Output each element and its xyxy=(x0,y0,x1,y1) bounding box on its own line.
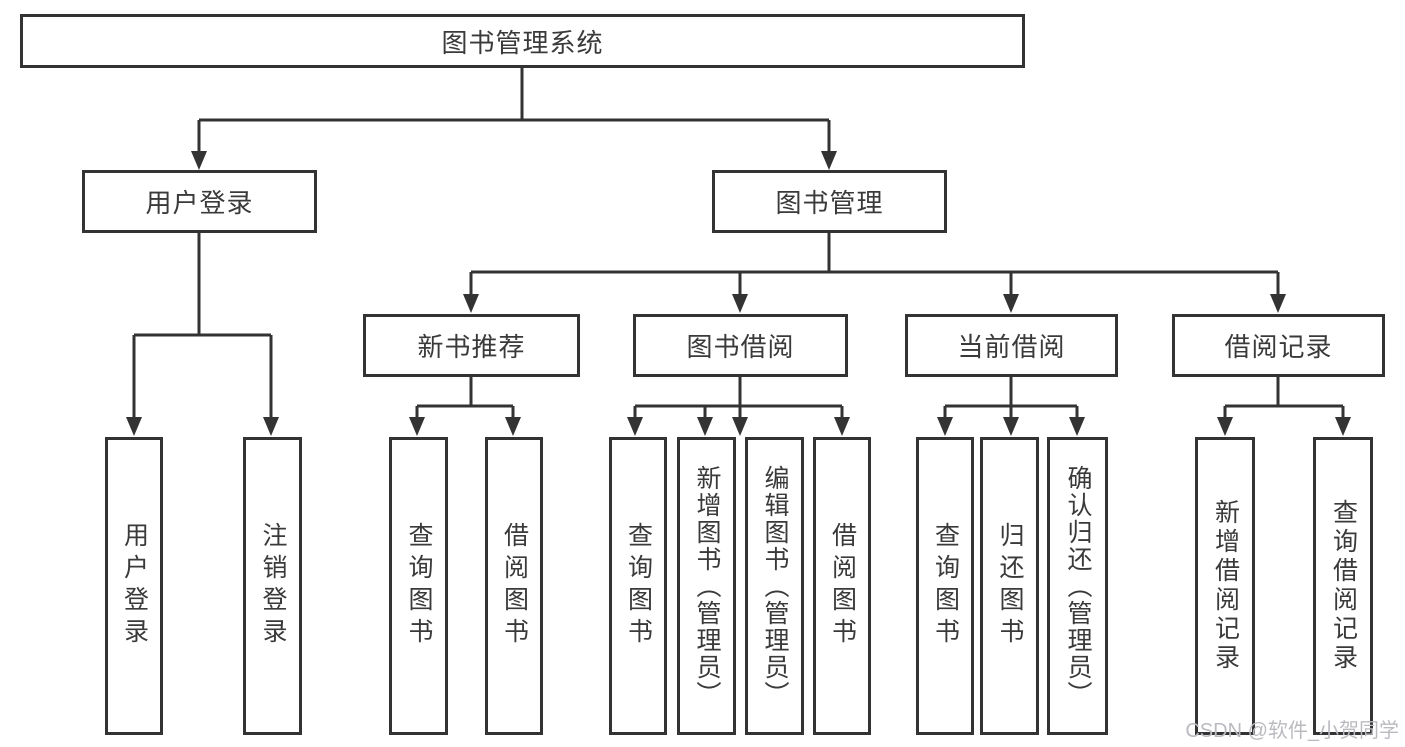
leaf-add-books-admin-label: 新增图书（管理员） xyxy=(693,464,721,708)
leaf-add-borrow-record: 新增借阅记录 xyxy=(1195,437,1255,735)
leaf-user-login-label: 用户登录 xyxy=(120,522,149,650)
leaf-add-books-admin: 新增图书（管理员） xyxy=(677,437,736,735)
leaf-query-books-recommend: 查询图书 xyxy=(389,437,448,735)
leaf-query-borrow-record-label: 查询借阅记录 xyxy=(1329,499,1358,673)
leaf-confirm-return-admin: 确认归还（管理员） xyxy=(1047,437,1108,735)
leaf-return-books-label: 归还图书 xyxy=(996,522,1024,650)
leaf-edit-books-admin: 编辑图书（管理员） xyxy=(745,437,804,735)
leaf-query-borrow-record: 查询借阅记录 xyxy=(1313,437,1373,735)
node-book-management: 图书管理 xyxy=(712,170,947,233)
leaf-borrow-books-recommend-label: 借阅图书 xyxy=(500,522,529,650)
leaf-query-books-current-label: 查询图书 xyxy=(931,522,960,650)
leaf-user-login: 用户登录 xyxy=(105,437,163,735)
connector-records-to-leaves xyxy=(1217,377,1351,436)
node-root: 图书管理系统 xyxy=(20,14,1025,68)
node-current-borrow-label: 当前借阅 xyxy=(957,332,1066,362)
node-book-borrow: 图书借阅 xyxy=(633,314,848,377)
leaf-borrow-books: 借阅图书 xyxy=(813,437,871,735)
leaf-query-books-borrow: 查询图书 xyxy=(609,437,667,735)
leaf-query-books-recommend-label: 查询图书 xyxy=(405,522,433,650)
node-book-borrow-label: 图书借阅 xyxy=(686,332,795,362)
node-current-borrow: 当前借阅 xyxy=(905,314,1118,377)
connector-currentborrow-to-leaves xyxy=(937,377,1085,436)
watermark: CSDN @软件_小贺同学 xyxy=(1185,720,1399,742)
leaf-borrow-books-recommend: 借阅图书 xyxy=(485,437,543,735)
node-book-management-label: 图书管理 xyxy=(775,188,884,218)
leaf-logout: 注销登录 xyxy=(243,437,302,735)
leaf-add-borrow-record-label: 新增借阅记录 xyxy=(1211,499,1240,673)
node-new-book-recommend: 新书推荐 xyxy=(363,314,580,377)
leaf-query-books-borrow-label: 查询图书 xyxy=(624,522,653,650)
leaf-query-books-current: 查询图书 xyxy=(916,437,974,735)
node-borrow-records-label: 借阅记录 xyxy=(1224,332,1333,362)
node-user-login-label: 用户登录 xyxy=(145,188,254,218)
node-new-book-recommend-label: 新书推荐 xyxy=(417,332,526,362)
connector-bookborrow-to-leaves xyxy=(627,377,850,436)
leaf-logout-label: 注销登录 xyxy=(259,522,287,650)
leaf-edit-books-admin-label: 编辑图书（管理员） xyxy=(761,464,789,708)
connector-newbook-to-leaves xyxy=(409,377,521,436)
leaf-borrow-books-label: 借阅图书 xyxy=(828,522,857,650)
node-borrow-records: 借阅记录 xyxy=(1172,314,1385,377)
connector-bookmgmt-to-level3 xyxy=(463,233,1286,313)
connector-root-to-level2 xyxy=(191,68,837,170)
node-root-label: 图书管理系统 xyxy=(441,27,604,58)
node-user-login: 用户登录 xyxy=(82,170,317,233)
connector-userlogin-to-leaves xyxy=(126,233,279,436)
leaf-return-books: 归还图书 xyxy=(980,437,1039,735)
leaf-confirm-return-admin-label: 确认归还（管理员） xyxy=(1064,464,1092,708)
